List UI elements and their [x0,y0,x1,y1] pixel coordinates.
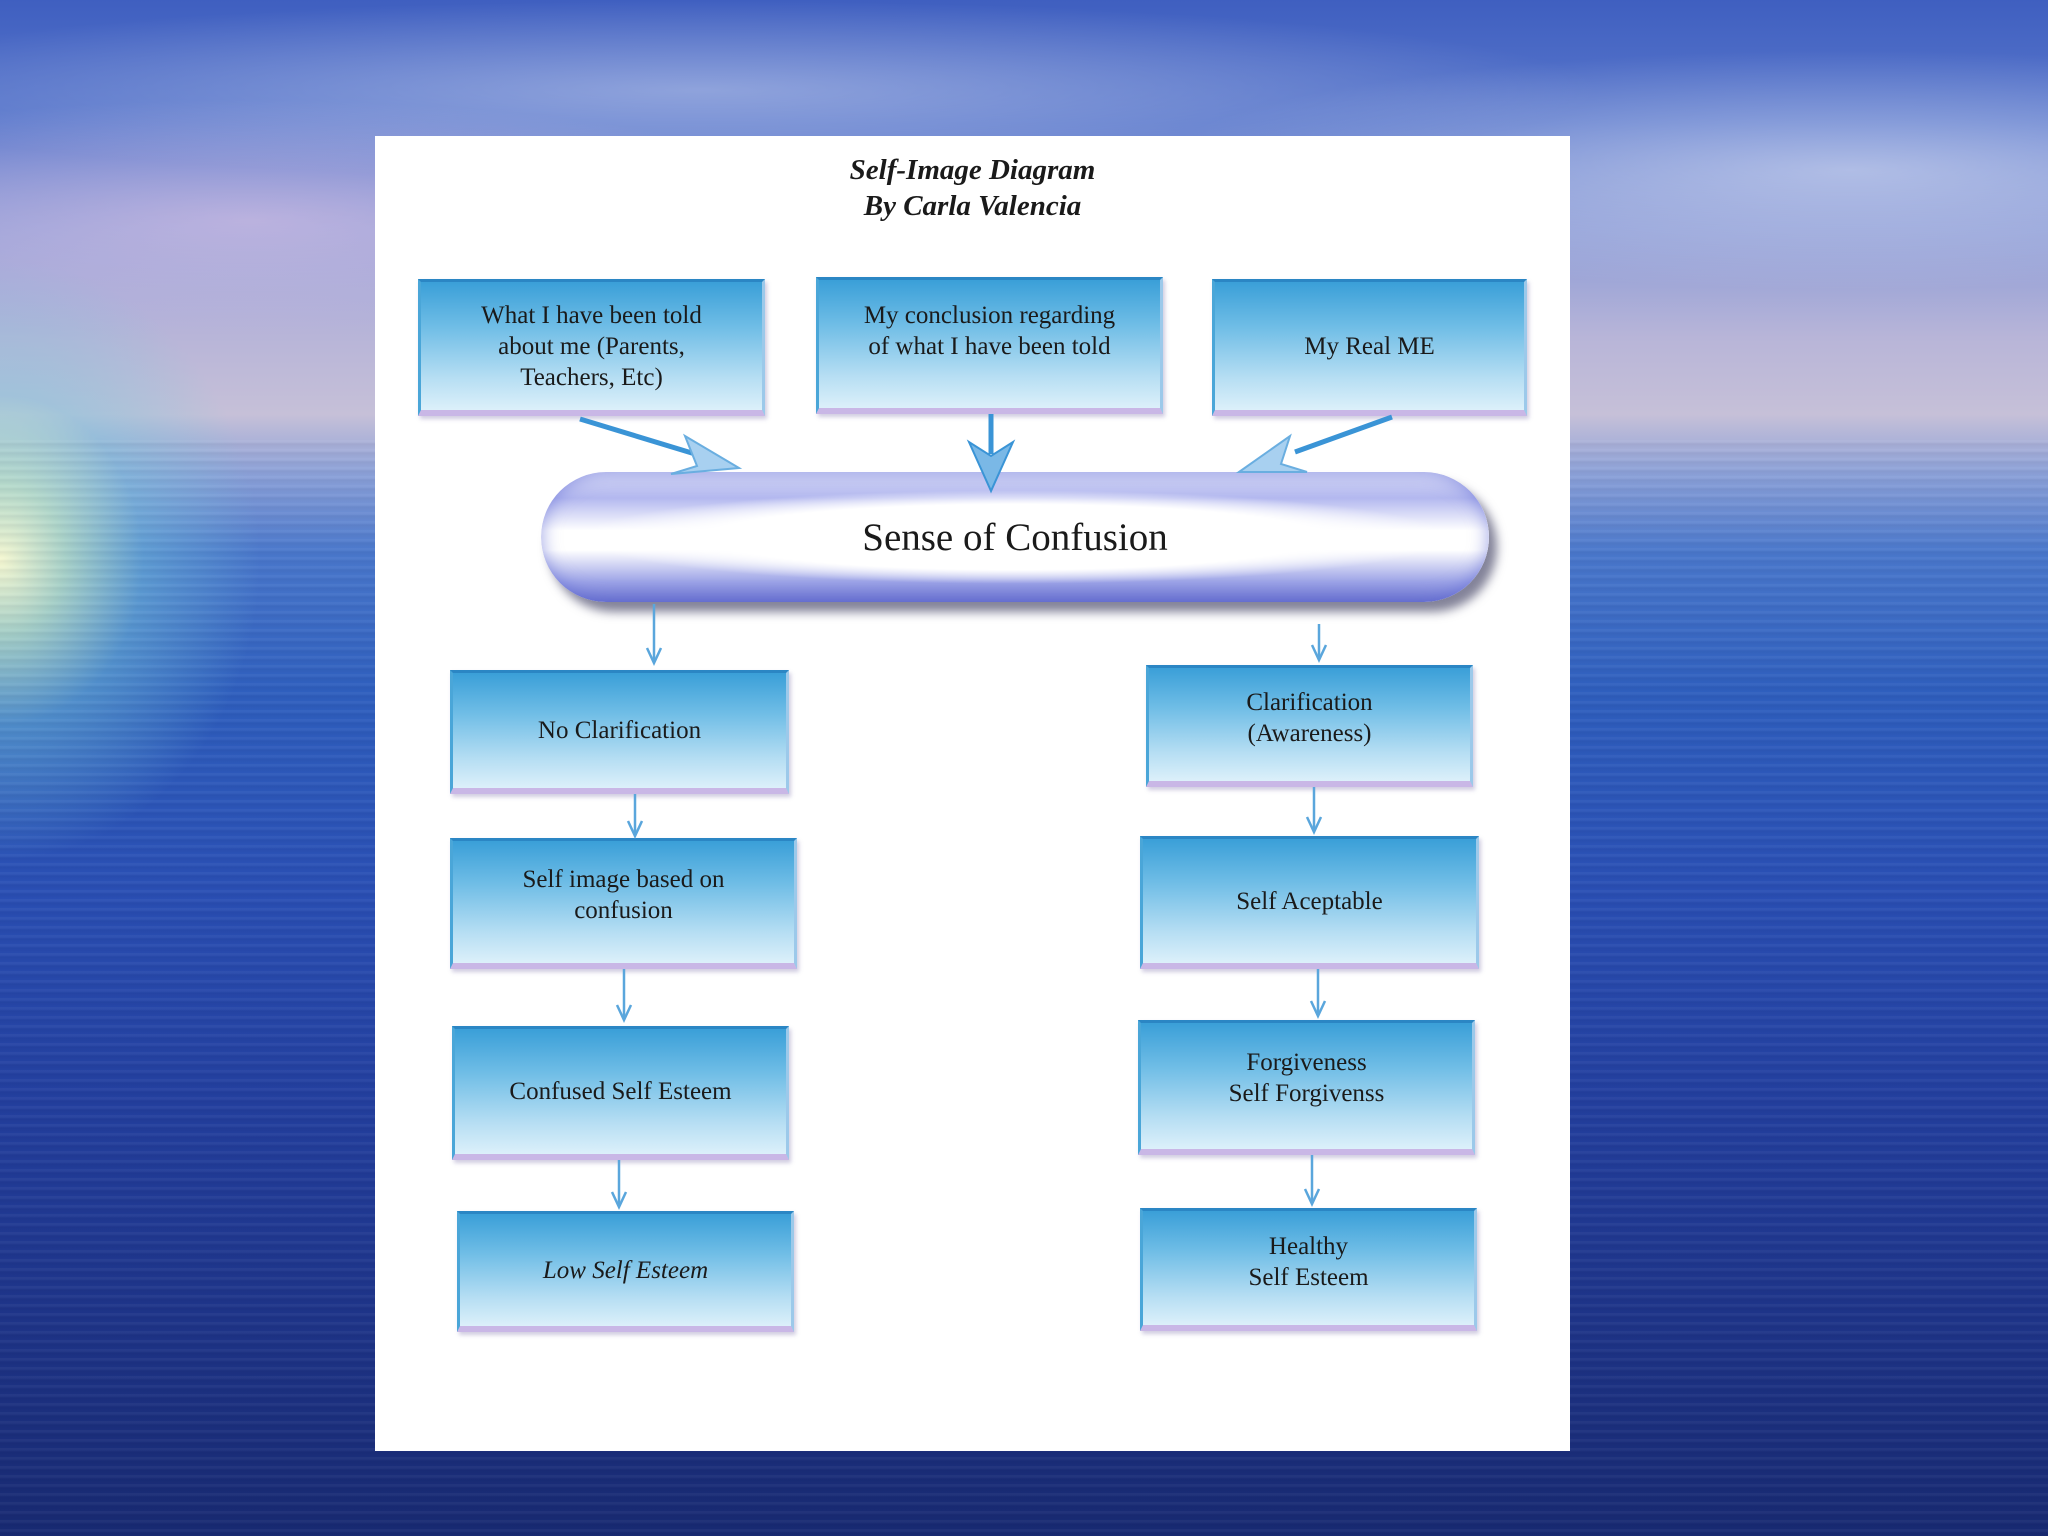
sense-of-confusion-label: Sense of Confusion [862,515,1168,560]
arrow-pill-to-clarification [1312,624,1326,660]
box-confused-self-esteem: Confused Self Esteem [452,1026,789,1160]
box-self-image-confusion: Self image based on confusion [450,838,797,969]
box-self-aceptable: Self Aceptable [1140,836,1479,969]
arrow-right-2-3 [1311,969,1325,1016]
arrow-left-1-2 [628,794,642,836]
diagram-title: Self-Image Diagram By Carla Valencia [375,152,1570,224]
arrow-top-left [580,419,739,474]
title-line-1: Self-Image Diagram [375,152,1570,188]
arrow-right-3-4 [1305,1155,1319,1204]
arrow-pill-to-no-clarification [647,604,661,663]
box-clarification-awareness: Clarification (Awareness) [1146,665,1473,787]
box-what-i-have-been-told: What I have been told about me (Parents,… [418,279,765,416]
box-no-clarification: No Clarification [450,670,789,794]
arrow-left-3-4 [612,1160,626,1207]
sense-of-confusion-pill: Sense of Confusion [541,472,1489,602]
box-low-self-esteem: Low Self Esteem [457,1211,794,1332]
box-my-conclusion: My conclusion regarding of what I have b… [816,277,1163,414]
title-line-2: By Carla Valencia [375,188,1570,224]
diagram-panel: Self-Image Diagram By Carla Valencia Wha… [375,136,1570,1451]
arrow-right-1-2 [1307,787,1321,832]
box-forgiveness: Forgiveness Self Forgivenss [1138,1020,1475,1155]
box-my-real-me: My Real ME [1212,279,1527,416]
arrow-top-right [1239,417,1392,472]
arrow-left-2-3 [617,969,631,1020]
box-healthy-self-esteem: Healthy Self Esteem [1140,1208,1477,1331]
